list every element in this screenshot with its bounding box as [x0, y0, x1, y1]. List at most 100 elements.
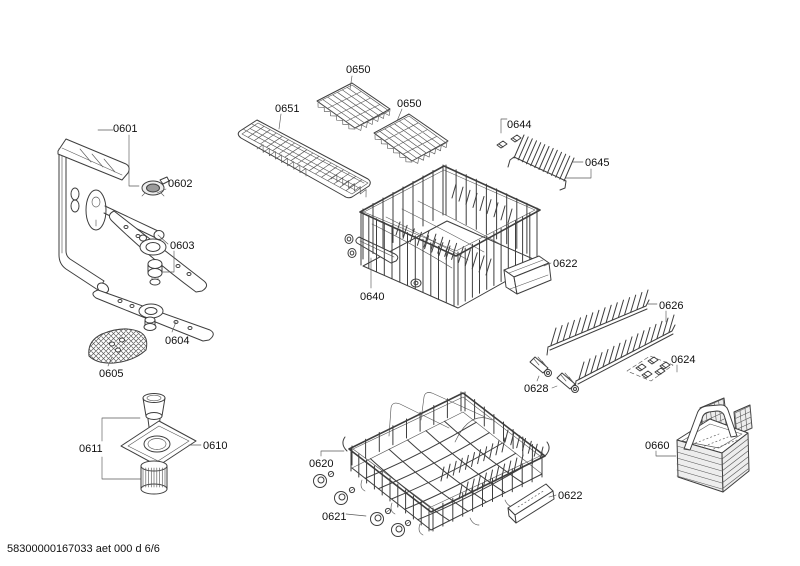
- leader-0621: [345, 513, 367, 517]
- upper-basket-0640-drawing-part: [360, 211, 455, 307]
- water-duct: [58, 148, 105, 291]
- tine-rows-0626-drawing-part: [546, 299, 650, 356]
- clips-0644-drawing: [496, 134, 522, 149]
- feed-tube-0601: [57, 138, 130, 181]
- leader-0611: [101, 417, 142, 480]
- upper-spray-arm-0603-drawing-part: [139, 234, 147, 242]
- upper-spray-arm-0603-drawing-part: [135, 234, 141, 238]
- basket-wheels-0621-drawing: [313, 470, 412, 537]
- part-label-0604: 0604: [165, 335, 189, 347]
- clip-kit-0624-drawing-part: [641, 370, 653, 379]
- upper-basket-0640-drawing-part: [395, 221, 451, 260]
- spray-arm-assembly-drawing-part: [153, 230, 165, 240]
- lower-spray-arm-0604-drawing-part: [144, 316, 156, 324]
- lower-spray-arm-0604-drawing-part: [187, 326, 193, 330]
- upper-basket-0640-drawing-part: [445, 164, 538, 259]
- upper-spray-arm-0603-drawing-part: [175, 264, 181, 268]
- lower-basket-0620-drawing-part: [458, 454, 524, 500]
- filter-assembly-drawing: [120, 393, 197, 495]
- basket-wheels-0621-drawing-part: [406, 521, 411, 525]
- spray-arm-assembly-drawing-part: [91, 196, 101, 208]
- leader-0622a: [543, 262, 552, 267]
- leader-0622b: [548, 494, 557, 498]
- part-label-0603: 0603: [170, 240, 194, 252]
- cup-rack-0650-a-drawing-part: [317, 102, 356, 130]
- leader-0650a: [349, 75, 353, 90]
- cup-rack-0650-a-drawing-part-part: [317, 84, 390, 129]
- filter-assembly-drawing-part: [145, 412, 163, 420]
- part-label-0644: 0644: [507, 119, 531, 131]
- cup-rack-0650-a-drawing-part: [317, 84, 390, 129]
- cup-tray-0651-drawing-part: [242, 123, 365, 191]
- mount-bracket: [85, 189, 107, 231]
- part-label-0626: 0626: [659, 300, 683, 312]
- lower-spray-arm-0604-drawing-part: [129, 304, 135, 308]
- bearings-0628-drawing-part: [529, 356, 552, 377]
- upper-basket-0640-drawing-part: [363, 169, 536, 252]
- lower-basket-0620-drawing-part: [464, 391, 543, 472]
- lower-basket-0620-drawing-part: [388, 392, 493, 443]
- lower-spray-arm-0604-drawing: [92, 289, 214, 342]
- filter-assembly-drawing-part: [140, 465, 168, 490]
- part-label-0651: 0651: [275, 103, 299, 115]
- tine-row-0645-drawing: [507, 134, 575, 191]
- basket-roller: [344, 234, 354, 244]
- trim-strip-0622-lower-drawing-part: [517, 489, 546, 508]
- bearings-0628-drawing-part-part: [533, 356, 547, 367]
- upper-basket-0640-drawing-part: [346, 236, 352, 242]
- spray-arm-assembly-drawing-part: [70, 187, 80, 201]
- cup-tray-0651-drawing-part: [330, 174, 367, 198]
- filter-mesh-0605-drawing-part: [109, 341, 115, 347]
- tine-rows-0626-drawing-part: [574, 324, 676, 390]
- upper-basket-0640-drawing-part: [457, 208, 538, 306]
- tine-rows-0626-drawing-part: [550, 289, 649, 346]
- trim-strip-0622-lower-drawing-part: [507, 507, 517, 524]
- leader-0620: [320, 450, 345, 457]
- upper-spray-arm-0603-drawing-part: [186, 272, 192, 276]
- leader-0605: [107, 356, 113, 367]
- trim-strip-0622-lower-drawing: [507, 483, 555, 524]
- leader-0660: [655, 450, 677, 457]
- part-label-0605: 0605: [99, 368, 123, 380]
- cap-0602-drawing-part: [141, 192, 165, 197]
- cup-rack-0650-a-drawing-part: [355, 109, 391, 131]
- leader-0645: [565, 161, 592, 179]
- bearings-0628-drawing-part: [556, 372, 579, 393]
- lower-spray-arm-0604-drawing-part: [144, 307, 158, 315]
- lower-basket-0620-drawing-part: [360, 479, 515, 536]
- leader-0644: [500, 118, 508, 134]
- leader-0601: [97, 129, 140, 187]
- tine-row-0645-drawing-part: [507, 156, 567, 191]
- cup-rack-0650-b-drawing-part: [412, 141, 448, 164]
- clip-kit-0624-drawing-part: [635, 363, 647, 372]
- basket-roller: [347, 248, 357, 258]
- cutlery-basket-0660-drawing: [676, 397, 753, 493]
- trim-strip-0622-upper-drawing-part: [508, 259, 549, 290]
- clip-kit-0624-drawing-part: [647, 356, 659, 365]
- part-label-0650-a: 0650: [346, 64, 370, 76]
- basket-roller: [410, 278, 422, 288]
- lower-basket-0620-drawing-part: [342, 436, 550, 457]
- basket-wheels-0621-drawing-part: [317, 476, 325, 484]
- part-label-0610: 0610: [203, 440, 227, 452]
- upper-basket-0640-drawing-part: [413, 280, 419, 286]
- lower-spray-arm-0604-drawing-part: [173, 320, 179, 324]
- leader-0651: [278, 113, 282, 130]
- part-label-0611: 0611: [79, 443, 103, 455]
- leader-0602: [156, 188, 167, 194]
- leader-0604: [171, 321, 177, 333]
- lower-basket-0620-drawing-part: [364, 420, 530, 522]
- clip-kit-0624-drawing-part: [654, 367, 666, 376]
- cutlery-basket-0660-drawing-part: [681, 423, 743, 449]
- basket-wheels-0621-drawing-part: [350, 488, 355, 492]
- spray-arm-assembly-drawing-part: [61, 147, 123, 176]
- cup-rack-0650-b-drawing-part: [374, 115, 447, 162]
- basket-wheels-0621-drawing-part: [395, 525, 403, 533]
- cutlery-basket-0660-drawing-part: [721, 432, 750, 493]
- part-label-0660: 0660: [645, 440, 669, 452]
- upper-basket-0640-drawing-part: [451, 183, 513, 224]
- trim-strip-0622-upper-drawing: [503, 255, 552, 295]
- tine-row-0645-drawing-part: [513, 134, 575, 182]
